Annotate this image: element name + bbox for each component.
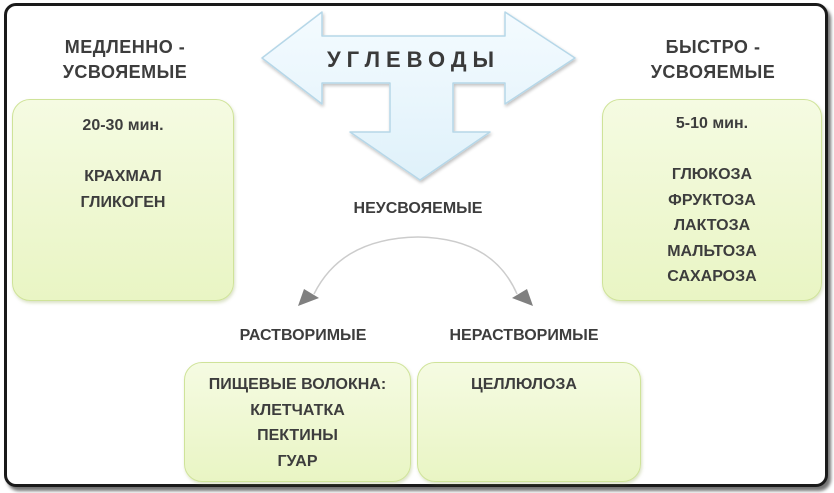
soluble-heading: РАСТВОРИМЫЕ bbox=[239, 327, 367, 344]
soluble-item-3: ПЕКТИНЫ bbox=[257, 427, 338, 444]
diagram-title: УГЛЕВОДЫ bbox=[326, 47, 501, 72]
slow-time: 20-30 мин. bbox=[82, 117, 164, 134]
fast-item-1: ГЛЮКОЗА bbox=[671, 166, 753, 183]
fast-heading-line-1: БЫСТРО - bbox=[665, 37, 761, 57]
fast-item-4: МАЛЬТОЗА bbox=[667, 242, 757, 260]
fast-heading: БЫСТРО - УСВОЯЕМЫЕ bbox=[618, 35, 808, 85]
soluble-item-2: КЛЕТЧАТКА bbox=[250, 401, 345, 419]
soluble-item-1: ПИЩЕВЫЕ ВОЛОКНА: bbox=[208, 376, 387, 393]
fast-time: 5-10 мин. bbox=[675, 115, 749, 132]
fast-heading-line-2: УСВОЯЕМЫЕ bbox=[650, 62, 776, 82]
slow-box: 20-30 мин. КРАХМАЛ ГЛИКОГЕН bbox=[12, 99, 234, 301]
slow-item-1: КРАХМАЛ bbox=[84, 168, 162, 185]
fast-box: 5-10 мин. ГЛЮКОЗА ФРУКТОЗА ЛАКТОЗА МАЛЬТ… bbox=[602, 99, 822, 301]
three-way-arrow-shape bbox=[261, 11, 576, 181]
insoluble-box: ЦЕЛЛЮЛОЗА bbox=[417, 362, 641, 482]
fast-item-2: ФРУКТОЗА bbox=[668, 191, 756, 209]
indigestible-heading: НЕУСВОЯЕМЫЕ bbox=[353, 200, 483, 217]
soluble-item-4: ГУАР bbox=[277, 452, 318, 470]
slow-item-2: ГЛИКОГЕН bbox=[80, 193, 166, 211]
curved-arrow-right-icon bbox=[417, 236, 518, 295]
fast-item-5: САХАРОЗА bbox=[667, 268, 757, 285]
slow-heading-line-2: УСВОЯЕМЫЕ bbox=[62, 62, 188, 82]
arrowhead-right-icon bbox=[512, 289, 533, 306]
insoluble-heading: НЕРАСТВОРИМЫЕ bbox=[449, 327, 599, 344]
insoluble-item-1: ЦЕЛЛЮЛОЗА bbox=[471, 376, 577, 393]
slow-heading-line-1: МЕДЛЕННО - bbox=[64, 37, 186, 57]
slow-heading: МЕДЛЕННО - УСВОЯЕМЫЕ bbox=[30, 35, 220, 85]
curved-arrow-left-icon bbox=[313, 236, 419, 295]
soluble-box: ПИЩЕВЫЕ ВОЛОКНА: КЛЕТЧАТКА ПЕКТИНЫ ГУАР bbox=[184, 362, 411, 482]
fast-item-3: ЛАКТОЗА bbox=[673, 217, 751, 234]
arrowhead-left-icon bbox=[298, 289, 319, 306]
